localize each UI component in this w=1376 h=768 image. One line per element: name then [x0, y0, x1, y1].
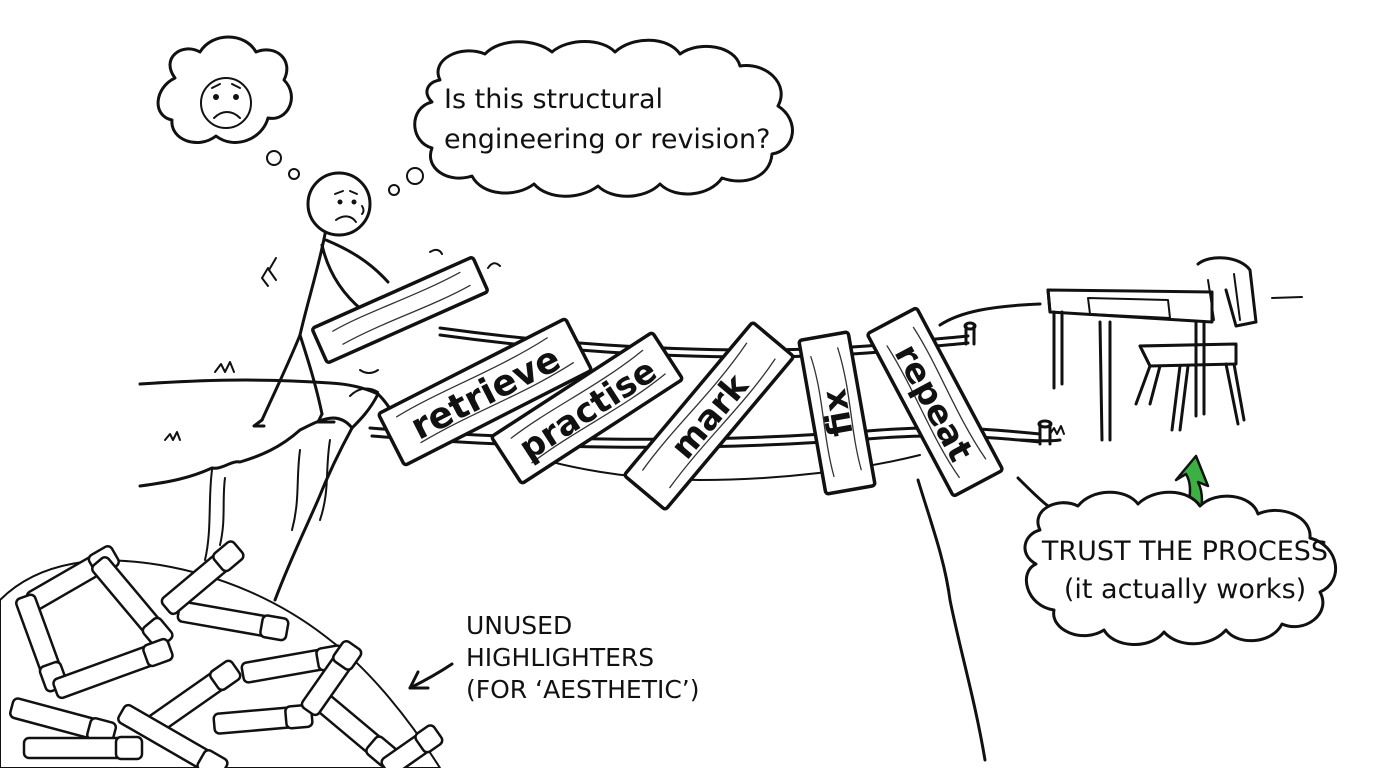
left-cliff	[138, 361, 397, 602]
desk	[1046, 288, 1214, 442]
highlighter-icon	[300, 639, 363, 717]
plank-repeat: repeat	[866, 306, 1004, 498]
speech-line-1: Is this structural	[444, 84, 663, 115]
thought-cloud	[156, 35, 300, 180]
speech-dot	[388, 184, 400, 196]
figure-head	[306, 171, 372, 237]
plank-fix: fix	[797, 330, 877, 496]
process-line-2: (it actually works)	[1064, 574, 1306, 605]
highlighter-icon	[144, 659, 242, 737]
highlighter-pile	[0, 540, 444, 768]
arrow-left-icon	[408, 662, 454, 690]
highlighter-icon	[117, 703, 229, 768]
note-line-3: (FOR ‘AESTHETIC’)	[466, 675, 700, 704]
plank-label: fix	[814, 386, 862, 439]
highlighter-icon	[160, 540, 245, 616]
speech-bubble: Is this structural engineering or revisi…	[388, 38, 794, 198]
note-line-2: HIGHLIGHTERS	[466, 643, 654, 672]
process-bubble: TRUST THE PROCESS (it actually works)	[1023, 490, 1337, 646]
chair	[1134, 256, 1258, 432]
rope-stake-near	[963, 321, 977, 346]
thought-dot	[266, 150, 282, 166]
process-line-1: TRUST THE PROCESS	[1041, 536, 1328, 567]
highlighter-icon	[90, 556, 174, 650]
note-line-1: UNUSED	[466, 611, 572, 640]
highlighter-icon	[176, 600, 290, 642]
sad-face-icon	[200, 77, 252, 129]
highlighter-icon	[212, 703, 314, 735]
highlighter-icon	[380, 724, 444, 768]
highlighters-note: UNUSED HIGHLIGHTERS (FOR ‘AESTHETIC’)	[408, 611, 700, 704]
highlighter-icon	[22, 735, 144, 761]
speech-line-2: engineering or revision?	[444, 124, 770, 155]
held-plank	[311, 256, 489, 364]
thought-dot	[288, 168, 300, 180]
worried-face-icon	[334, 190, 365, 223]
highlighter-icon	[52, 637, 174, 700]
speech-dot	[406, 167, 424, 185]
rope-stake-far	[1037, 419, 1053, 446]
